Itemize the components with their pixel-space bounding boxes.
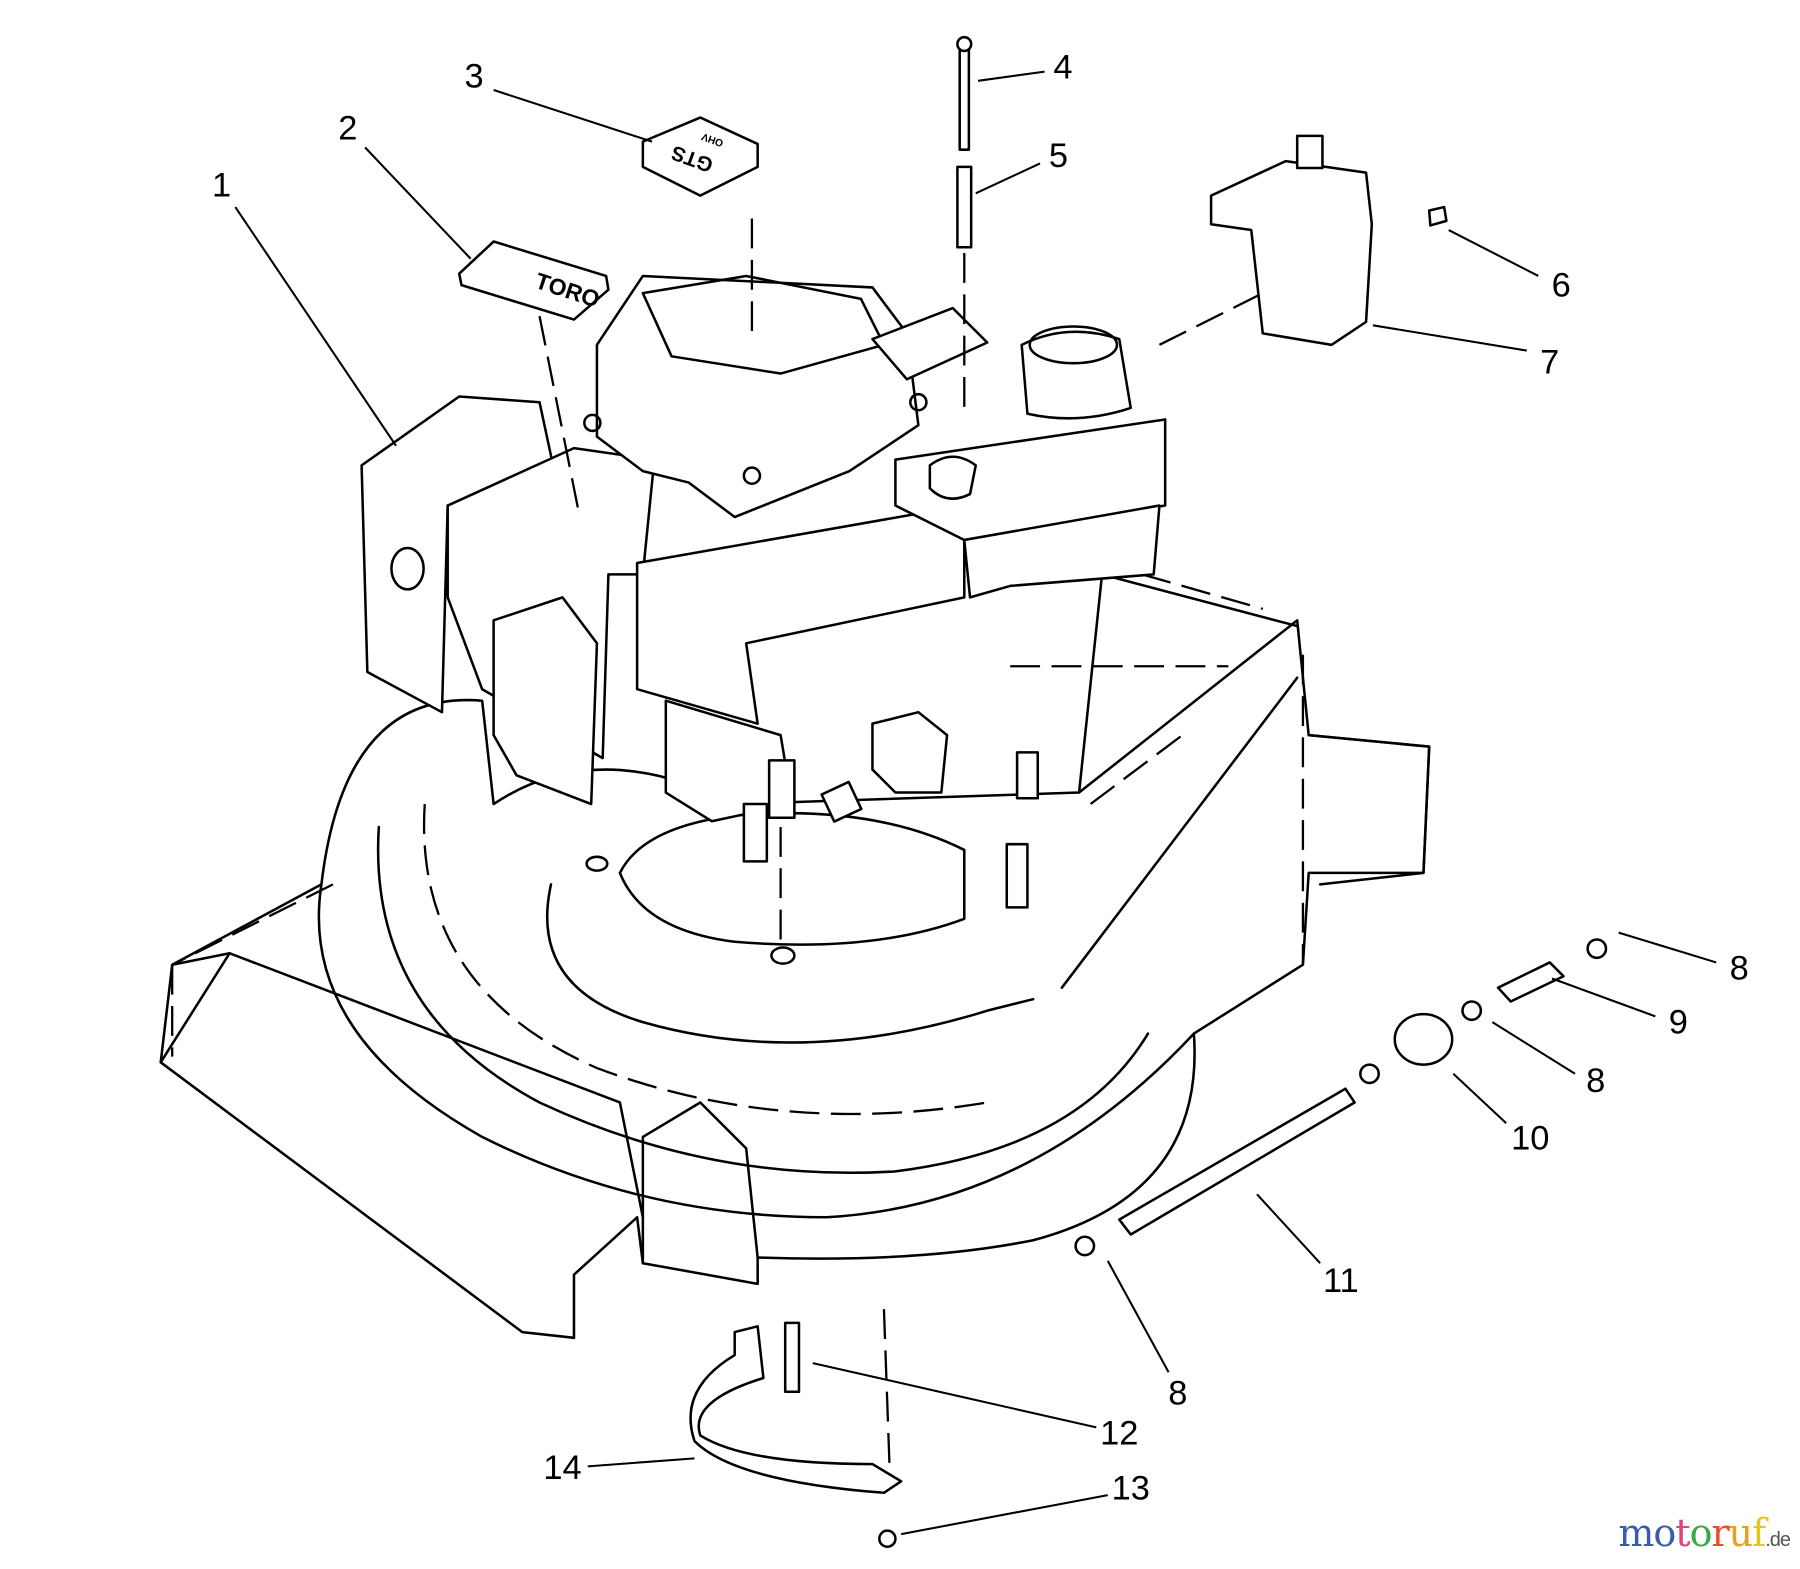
callout-5: 5 <box>1049 137 1068 175</box>
callout-labels: 1 2 3 4 5 6 7 8 9 8 10 11 8 12 14 13 <box>212 48 1749 1507</box>
engine <box>360 274 1167 965</box>
toro-decal: TORO <box>457 240 610 321</box>
watermark-letter: f <box>1752 1511 1766 1555</box>
callout-7: 7 <box>1540 343 1559 381</box>
watermark-letter: o <box>1689 1511 1713 1555</box>
callout-13: 13 <box>1112 1470 1150 1508</box>
callout-9: 9 <box>1669 1004 1688 1042</box>
callout-8: 8 <box>1168 1374 1187 1412</box>
callout-4: 4 <box>1053 48 1072 86</box>
small-parts <box>538 35 1608 1549</box>
callout-1: 1 <box>212 167 231 205</box>
leader-lines <box>234 70 1717 1536</box>
watermark-letter: o <box>1653 1511 1676 1555</box>
callout-14: 14 <box>543 1449 581 1487</box>
callout-8: 8 <box>1586 1062 1605 1100</box>
callout-11: 11 <box>1323 1262 1359 1300</box>
callout-12: 12 <box>1100 1414 1138 1452</box>
watermark-letter: r <box>1711 1511 1729 1555</box>
callout-6: 6 <box>1552 267 1571 305</box>
callout-8: 8 <box>1730 950 1749 988</box>
watermark-suffix: .de <box>1765 1529 1791 1551</box>
watermark-letter: t <box>1675 1511 1690 1555</box>
callout-2: 2 <box>338 109 357 147</box>
watermark-logo: motoruf.de <box>1618 1511 1791 1555</box>
watermark-letter: m <box>1618 1511 1654 1555</box>
callout-10: 10 <box>1511 1119 1549 1157</box>
mower-deck <box>159 561 1431 1340</box>
gts-decal: GTS OHV <box>641 116 759 197</box>
watermark-letter: u <box>1728 1511 1754 1555</box>
callout-3: 3 <box>465 58 484 96</box>
